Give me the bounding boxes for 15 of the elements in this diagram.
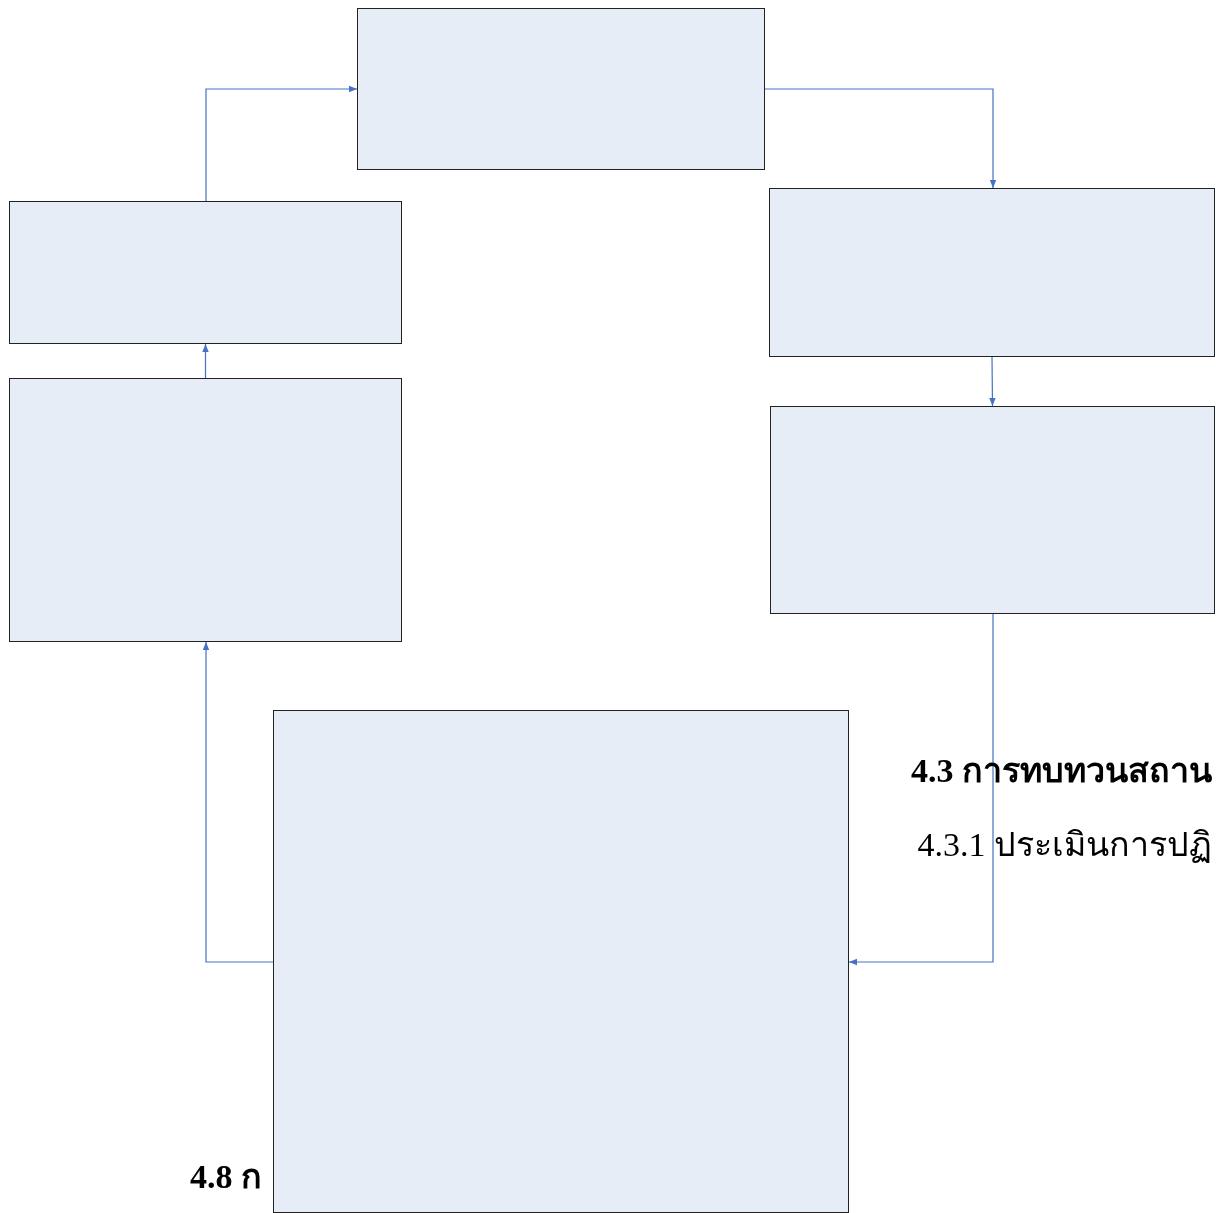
arrow	[202, 343, 209, 379]
empty-box	[273, 710, 849, 1213]
arrow	[989, 356, 996, 407]
section-heading: 4.3 การทบทวนสถาน	[911, 752, 1212, 790]
arrow	[202, 641, 274, 963]
arrow	[205, 85, 358, 202]
empty-box	[770, 406, 1215, 614]
empty-box	[9, 378, 402, 642]
subsection-heading: 4.3.1 ประเมินการปฏิ	[917, 826, 1212, 864]
empty-box	[769, 188, 1215, 357]
arrow	[764, 88, 997, 189]
empty-box	[357, 8, 765, 170]
arrow	[848, 613, 994, 966]
section-heading: 4.8 ก	[190, 1158, 262, 1196]
empty-box	[9, 201, 402, 344]
